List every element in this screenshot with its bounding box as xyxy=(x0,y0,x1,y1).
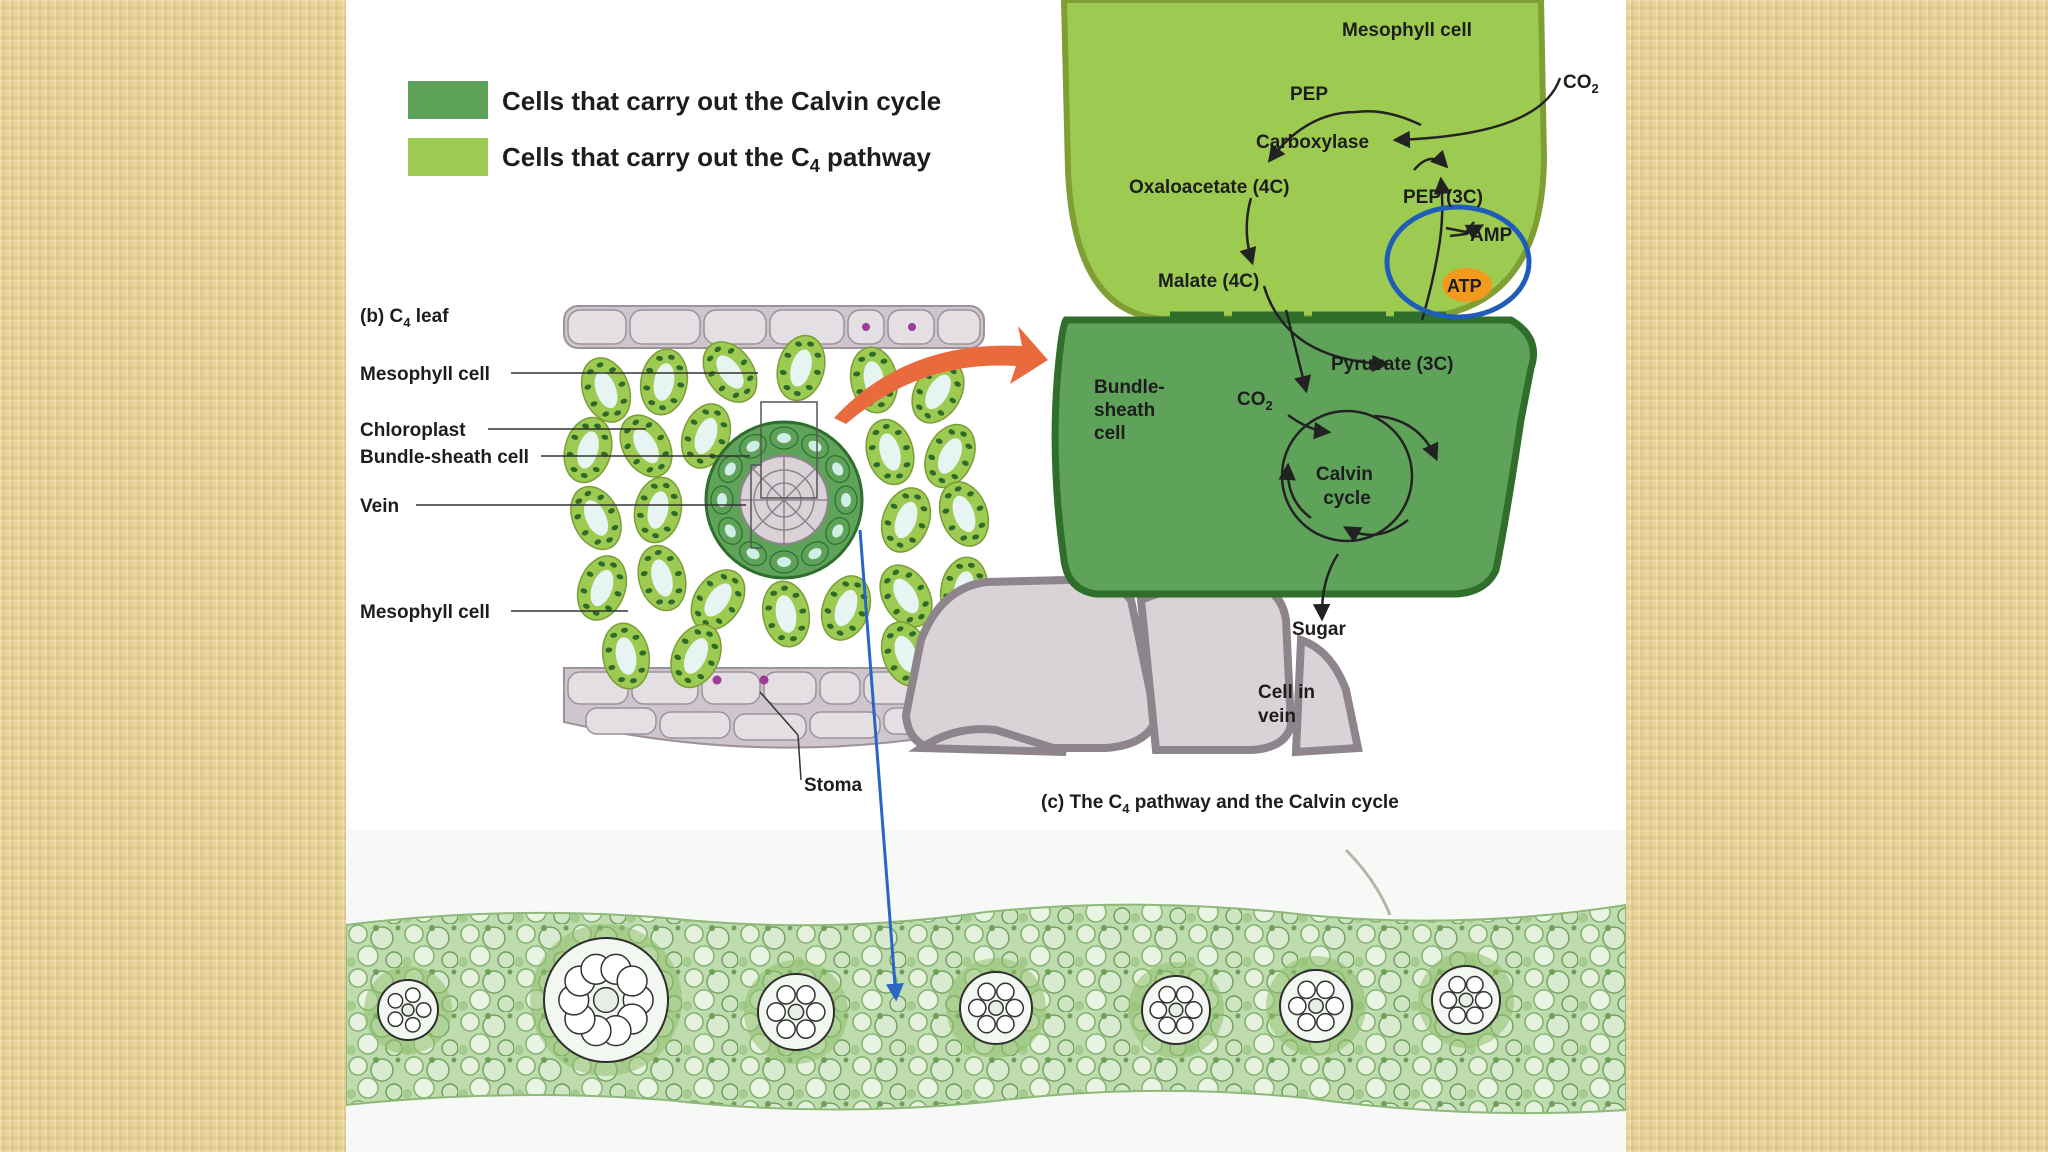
legend: Cells that carry out the Calvin cycle Ce… xyxy=(408,81,941,176)
mesophyll-cell xyxy=(776,334,826,402)
zoom-box xyxy=(760,401,818,499)
micrograph-vascular-bundle xyxy=(1418,952,1514,1048)
bundle-sheath-cell xyxy=(801,541,829,567)
mesophyll-cell xyxy=(924,423,976,489)
pathway-arrows xyxy=(1239,77,1562,622)
mesophyll-cell xyxy=(938,481,990,547)
mesophyll-cell xyxy=(670,623,722,689)
mesophyll-cell xyxy=(580,357,632,423)
mesophyll-cell xyxy=(865,418,915,486)
bundle-sheath-cell xyxy=(717,517,743,545)
label-calvin-cycle: Calvin cycle xyxy=(1316,464,1378,509)
vein-cells xyxy=(901,575,1363,757)
micrograph-vascular-bundle xyxy=(1266,956,1366,1056)
mesophyll-cell xyxy=(601,622,651,690)
mesophyll-cell xyxy=(680,403,732,469)
micrograph-vascular-bundle xyxy=(744,960,848,1064)
mesophyll-cell xyxy=(563,416,613,484)
bundle-sheath-cell xyxy=(834,485,858,515)
legend-swatch-c4 xyxy=(408,138,488,176)
label-mesophyll-top: Mesophyll cell xyxy=(360,364,490,385)
leader-lines xyxy=(416,372,802,781)
atp-badge xyxy=(1442,268,1492,302)
transfer-arrow xyxy=(834,326,1048,424)
legend-swatch-calvin xyxy=(408,81,488,119)
slide: Cells that carry out the Calvin cycle Ce… xyxy=(346,0,1626,1152)
label-carboxylase: Carboxylase xyxy=(1256,132,1369,153)
highlight-ring xyxy=(1384,204,1532,320)
micrograph-vascular-bundle xyxy=(364,966,452,1054)
pathway-caption: (c) The C4 pathway and the Calvin cycle xyxy=(1041,792,1399,816)
leaf-micrograph xyxy=(346,830,1626,1152)
bundle-sheath-cell xyxy=(825,455,851,483)
label-co2-release: CO2 xyxy=(1237,389,1273,413)
bundle-sheath-cell xyxy=(717,455,743,483)
label-chloroplast: Chloroplast xyxy=(360,420,466,441)
legend-label-c4: Cells that carry out the C4 pathway xyxy=(502,142,932,176)
mesophyll-cell xyxy=(702,341,758,403)
label-sugar: Sugar xyxy=(1292,619,1346,640)
legend-label-calvin: Cells that carry out the Calvin cycle xyxy=(502,86,941,116)
bundle-sheath-cell xyxy=(710,485,734,515)
mesophyll-cell xyxy=(619,414,673,478)
label-pep: PEP xyxy=(1290,84,1328,105)
label-bundle-sheath: Bundle-sheath cell xyxy=(360,447,529,468)
label-malate: Malate (4C) xyxy=(1158,271,1259,292)
micrograph-vascular-bundle xyxy=(946,958,1046,1058)
label-oxaloacetate: Oxaloacetate (4C) xyxy=(1129,177,1290,198)
upper-epidermis xyxy=(563,305,985,349)
mesophyll-cell xyxy=(880,487,932,553)
micrograph-vascular-bundle xyxy=(1128,962,1224,1058)
mesophyll-cell xyxy=(639,348,689,416)
c4-pathway-section: Mesophyll cell CO2 PEP Carboxylase Oxalo… xyxy=(901,0,1599,816)
label-stoma: Stoma xyxy=(804,775,863,796)
bundle-sheath-ring xyxy=(704,420,864,580)
bundle-sheath-cell xyxy=(825,517,851,545)
mesophyll-cell xyxy=(761,580,811,648)
bundle-sheath-cell-shape xyxy=(1051,316,1537,598)
micrograph-vascular-bundle xyxy=(530,924,682,1076)
label-cell-in-vein: Cell in vein xyxy=(1258,682,1320,727)
mesophyll-cell xyxy=(633,476,683,544)
bundle-sheath-cell xyxy=(769,426,799,450)
label-co2-in: CO2 xyxy=(1563,72,1599,96)
pointer-arrow xyxy=(858,529,904,1002)
calvin-cycle-circle xyxy=(1280,409,1414,543)
leaf-title: (b) C4 leaf xyxy=(360,306,449,330)
mesophyll-cell xyxy=(637,544,687,612)
mesophyll-cell xyxy=(576,555,628,621)
label-amp: AMP xyxy=(1470,225,1513,246)
mesophyll-cell xyxy=(879,564,933,628)
bundle-sheath-cell xyxy=(801,433,829,459)
mesophyll-cell xyxy=(570,485,622,551)
bundle-sheath-cell xyxy=(769,550,799,574)
label-vein: Vein xyxy=(360,496,399,517)
label-atp: ATP xyxy=(1447,276,1482,296)
label-mesophyll-bottom: Mesophyll cell xyxy=(360,602,490,623)
label-pyruvate: Pyruvate (3C) xyxy=(1331,354,1454,375)
label-mesophyll-cell: Mesophyll cell xyxy=(1342,20,1472,41)
mesophyll-cell xyxy=(820,575,872,641)
bundle-sheath-cell xyxy=(739,433,767,459)
label-bundle-sheath-cell: Bundle- sheath cell xyxy=(1094,377,1170,444)
label-pep-3c: PEP (3C) xyxy=(1403,187,1483,208)
c4-diagram: Cells that carry out the Calvin cycle Ce… xyxy=(346,0,1626,1152)
